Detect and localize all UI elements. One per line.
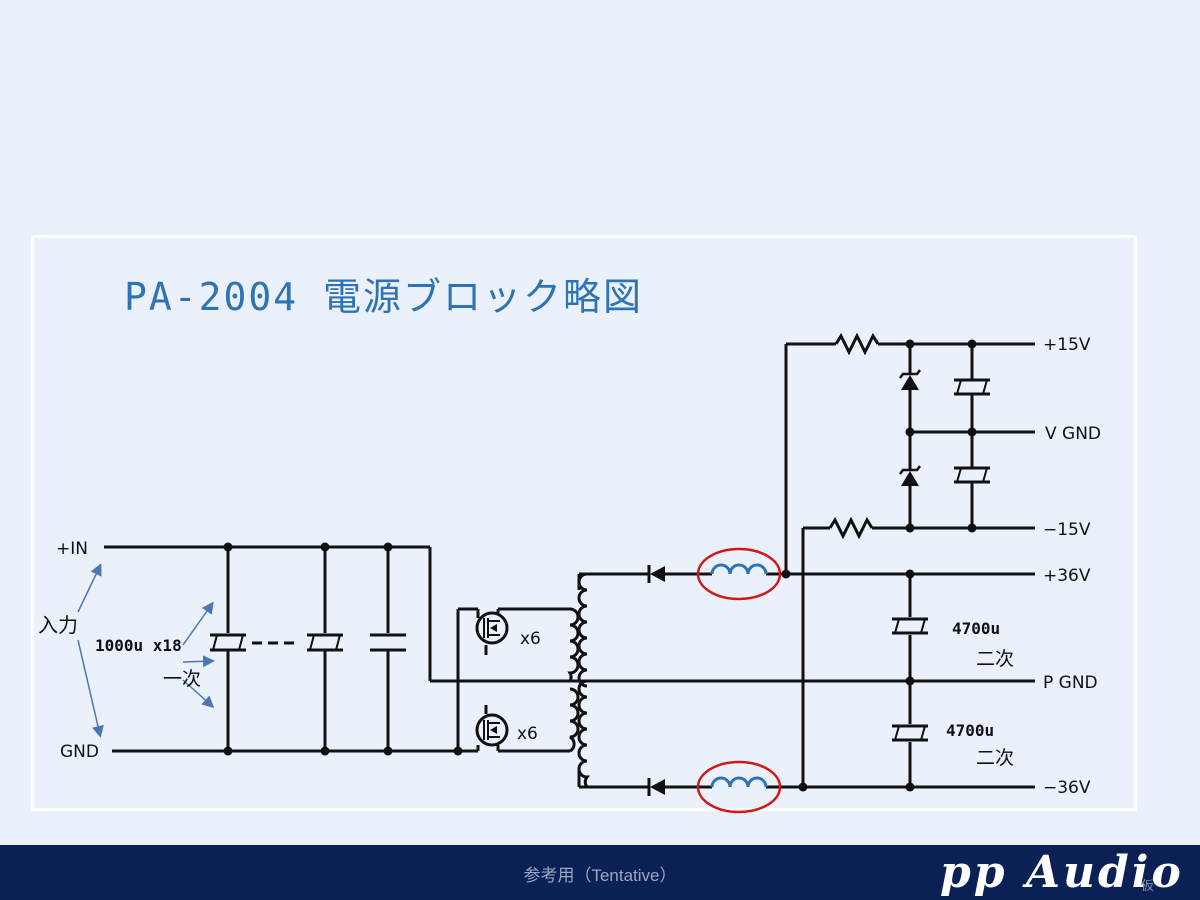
diode-upper-icon	[650, 566, 665, 582]
cap-lower-label: 4700u	[946, 721, 994, 740]
output-m36: −36V	[1043, 778, 1091, 798]
output-pgnd: P GND	[1043, 673, 1098, 693]
footer-bar: 参考用（Tentative） pp Audio 仮	[0, 845, 1200, 900]
secondary-lower-label: 二次	[976, 747, 1014, 769]
zener-lower-icon	[901, 471, 919, 486]
cap-upper-label: 4700u	[952, 619, 1000, 638]
diagram-title: PA-2004 電源ブロック略図	[124, 275, 643, 319]
output-p15: +15V	[1043, 335, 1091, 355]
gnd-label: GND	[60, 742, 99, 762]
output-m15: −15V	[1043, 520, 1091, 540]
secondary-upper-label: 二次	[976, 648, 1014, 670]
diode-lower-icon	[650, 779, 665, 795]
inductor-upper-icon	[696, 547, 782, 601]
tentative-mark: 仮	[1141, 879, 1155, 894]
inductor-lower-icon	[696, 760, 782, 814]
output-p36: +36V	[1043, 566, 1091, 586]
footer-note: 参考用（Tentative）	[523, 866, 677, 885]
junction-dots	[223, 339, 977, 792]
brand-logo: pp Audio	[940, 847, 1184, 898]
upper-switch-count: x6	[520, 629, 541, 649]
schematic-diagram: PA-2004 電源ブロック略図	[38, 275, 1101, 814]
plus-in-label: +IN	[56, 539, 88, 559]
zener-upper-icon	[901, 375, 919, 390]
diagram-frame	[31, 235, 1137, 811]
primary-label: 一次	[163, 668, 201, 690]
fet-arrow-icon	[490, 624, 497, 632]
input-label: 入力	[38, 613, 78, 637]
cap-bank-label: 1000u x18	[95, 636, 182, 655]
lower-switch-count: x6	[517, 724, 538, 744]
fet-arrow-icon	[490, 726, 497, 734]
output-vgnd: V GND	[1045, 424, 1101, 444]
